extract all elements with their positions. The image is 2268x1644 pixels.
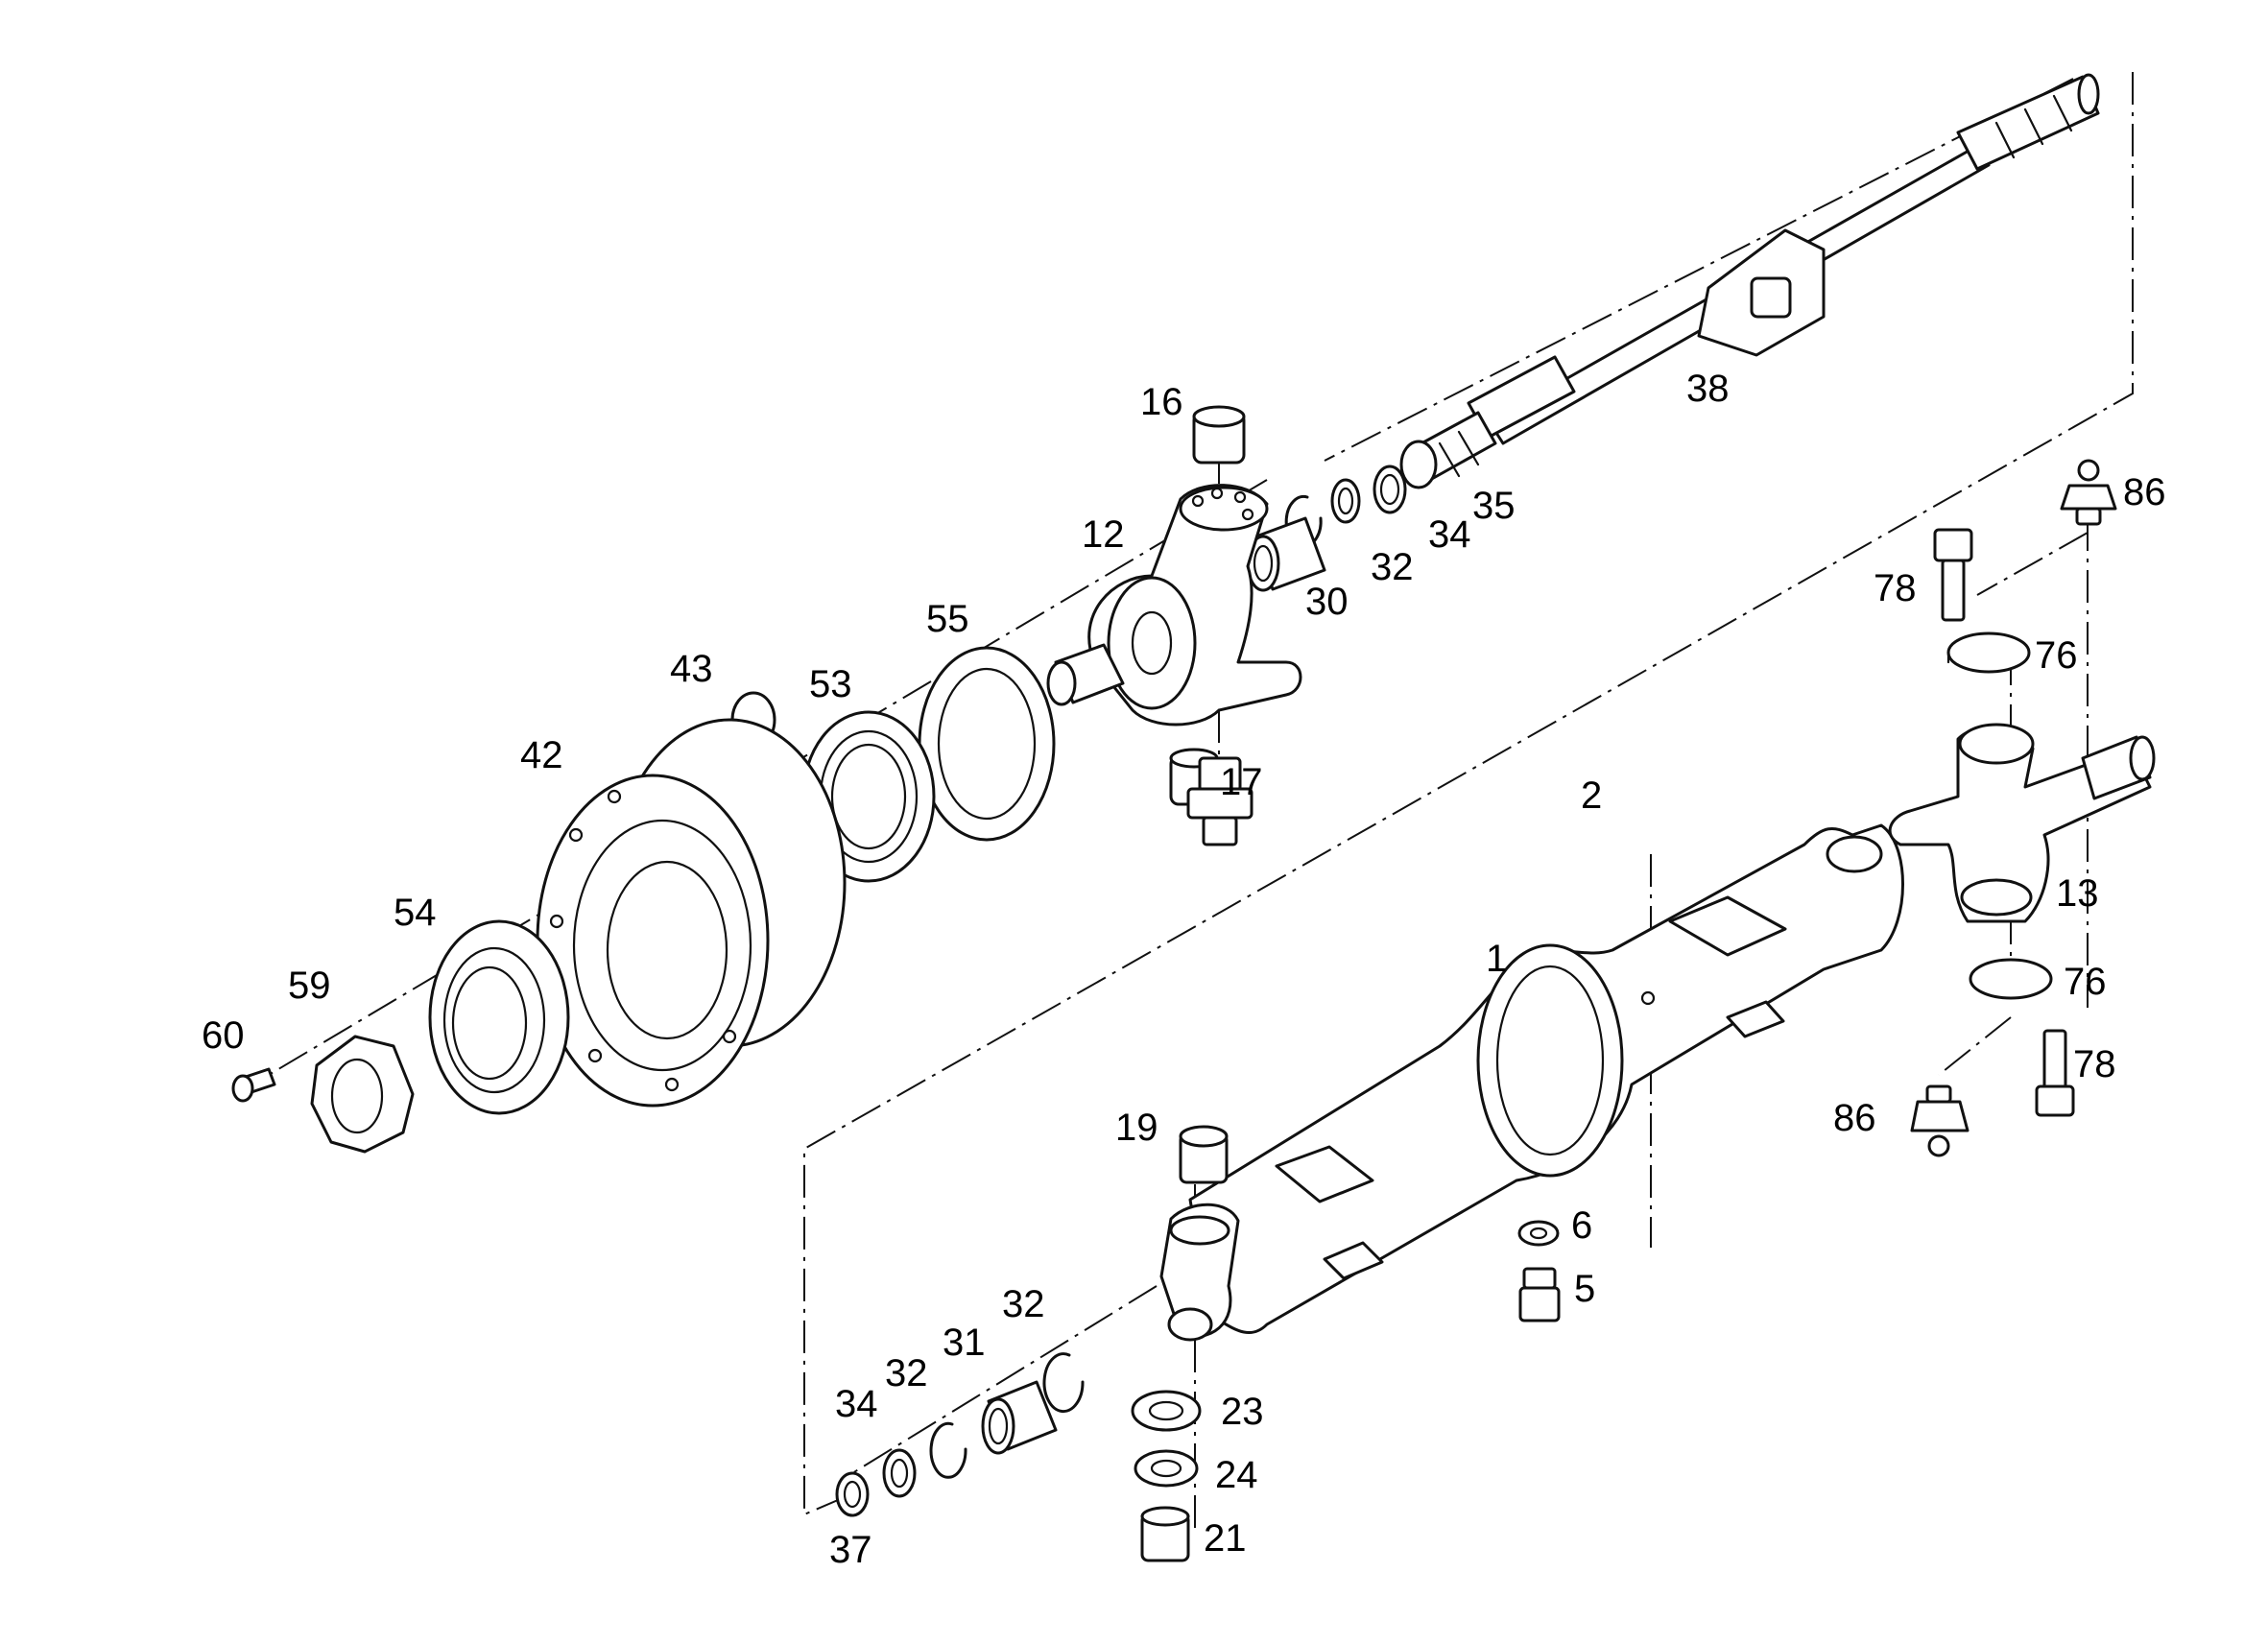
callout-55: 55 xyxy=(926,598,969,640)
lock-screw-60-part xyxy=(231,1067,276,1103)
callout-23: 23 xyxy=(1221,1391,1264,1433)
callout-24: 24 xyxy=(1215,1454,1258,1496)
callout-60: 60 xyxy=(202,1014,245,1057)
bolt-78-upper-part xyxy=(1933,528,1973,622)
steering-knuckle-12-part xyxy=(1046,484,1302,727)
circlip-32-lower-left-part xyxy=(929,1421,967,1479)
callout-37: 37 xyxy=(829,1529,872,1571)
callout-38: 38 xyxy=(1686,368,1730,410)
callout-12: 12 xyxy=(1082,513,1125,556)
callout-6: 6 xyxy=(1571,1204,1592,1247)
bushing-16-part xyxy=(1192,405,1246,465)
callout-2: 2 xyxy=(1581,774,1602,817)
callout-30: 30 xyxy=(1305,581,1349,623)
shim-76-lower-part xyxy=(1969,958,2053,1000)
seal-washer-6-part xyxy=(1517,1220,1560,1247)
callout-16: 16 xyxy=(1140,381,1183,423)
callout-32-lower-left: 32 xyxy=(885,1352,928,1394)
steering-knuckle-13-part xyxy=(1888,723,2156,923)
grease-nipple-86-upper-part xyxy=(2060,459,2117,526)
callout-1: 1 xyxy=(1486,938,1507,980)
seal-ring-55-part xyxy=(918,646,1056,842)
callout-42: 42 xyxy=(520,734,563,776)
wheel-hub-42-part xyxy=(536,718,847,1108)
callout-86-lower: 86 xyxy=(1833,1097,1876,1139)
callout-34-lower: 34 xyxy=(835,1383,878,1425)
snap-ring-37-part xyxy=(835,1471,870,1517)
washer-23-part xyxy=(1131,1390,1202,1432)
axle-housing-1-part xyxy=(1159,823,1904,1342)
thrust-washer-34-lower-part xyxy=(882,1448,917,1498)
callout-76-lower: 76 xyxy=(2064,961,2107,1003)
callout-5: 5 xyxy=(1574,1268,1595,1310)
needle-bushing-19-part xyxy=(1179,1125,1229,1184)
needle-bushing-31-part xyxy=(981,1380,1058,1455)
drive-shaft-part xyxy=(1399,73,2100,489)
callout-86-upper: 86 xyxy=(2123,471,2166,513)
callout-31: 31 xyxy=(943,1322,986,1364)
washer-24-part xyxy=(1134,1449,1199,1488)
slotted-nut-59-part xyxy=(310,1035,415,1154)
callout-32-lower-right: 32 xyxy=(1002,1283,1045,1325)
callout-19: 19 xyxy=(1115,1107,1158,1149)
thrust-washer-34-part xyxy=(1330,478,1361,524)
shim-76-upper-part xyxy=(1946,631,2031,674)
bolt-78-lower-part xyxy=(2035,1029,2075,1117)
callout-21: 21 xyxy=(1204,1517,1247,1560)
drain-plug-5-part xyxy=(1518,1267,1561,1322)
needle-bushing-30-part xyxy=(1246,516,1326,592)
breather-plug-2-part xyxy=(1186,756,1253,846)
callout-17: 17 xyxy=(1220,761,1263,803)
snap-ring-35-part xyxy=(1373,465,1407,514)
callout-35: 35 xyxy=(1472,485,1516,527)
tapered-bearing-54-part xyxy=(428,919,570,1115)
callout-76-upper: 76 xyxy=(2035,634,2078,677)
callout-78-upper: 78 xyxy=(1874,567,1917,609)
callout-54: 54 xyxy=(394,892,437,934)
callout-78-lower: 78 xyxy=(2073,1043,2116,1085)
circlip-32-lower-right-part xyxy=(1042,1352,1085,1414)
callout-34-upper: 34 xyxy=(1428,513,1471,556)
bushing-21-part xyxy=(1140,1506,1190,1562)
callout-13: 13 xyxy=(2056,872,2099,915)
callout-43: 43 xyxy=(670,648,713,690)
callout-53: 53 xyxy=(809,663,852,705)
callout-32-upper: 32 xyxy=(1371,546,1414,588)
grease-nipple-86-lower-part xyxy=(1910,1084,1970,1157)
callout-labels: 1 2 5 6 12 13 16 17 19 21 23 24 30 31 32… xyxy=(202,368,2166,1571)
callout-59: 59 xyxy=(288,965,331,1007)
